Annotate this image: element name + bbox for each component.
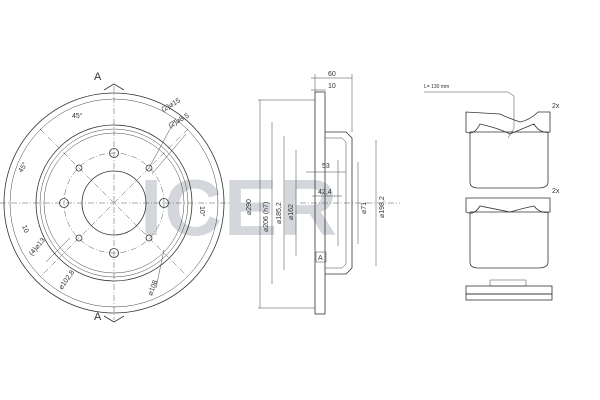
leader-line (155, 249, 165, 289)
section-label-top: A (94, 71, 102, 83)
dim-185: ⌀185,2 (276, 202, 283, 224)
dim-60: 60 (328, 71, 336, 78)
locating-hole (145, 164, 153, 172)
wear-wire (507, 91, 515, 139)
dim-hole-large: (2)⌀15 (161, 97, 182, 113)
pad-side-friction (465, 285, 553, 295)
dim-angle-right: 10° (198, 206, 206, 217)
qty-top: 2x (552, 103, 560, 110)
dim-holes: (4)⌀13 (28, 237, 47, 257)
locating-hole (75, 234, 83, 242)
locating-hole (145, 234, 153, 242)
locating-hole (75, 164, 83, 172)
leader-line (45, 237, 71, 263)
brand-watermark: ICER (140, 163, 339, 252)
qty-bottom: 2x (552, 188, 560, 195)
pad-top-friction (469, 131, 549, 189)
section-label-bottom: A (94, 311, 102, 323)
dim-angle-left: 45° (17, 161, 29, 174)
dim-162: ⌀162 (288, 204, 295, 220)
brake-pads: L= 130 mm 2x 2x (424, 84, 560, 301)
dim-10: 10 (20, 224, 29, 234)
dim-bolt-circle: ⌀102,8 (58, 269, 76, 291)
dim-42: 42,4 (318, 189, 332, 196)
dim-290: ⌀290 (246, 199, 253, 215)
centre-line-diagonal (39, 128, 189, 278)
section-mark: A (318, 255, 323, 262)
section-arrow-top (103, 83, 125, 91)
dim-71: ⌀71 (361, 202, 368, 214)
pad-top-backing (465, 111, 551, 135)
dim-53: 53 (322, 163, 330, 170)
disc-section-view: 60 10 53 42,4 ⌀290 ⌀206 (h7) ⌀185,2 ⌀162… (246, 71, 400, 315)
pad-bottom-friction (469, 211, 549, 269)
dim-206: ⌀206 (h7) (263, 202, 270, 232)
pad-side-tab (489, 279, 527, 287)
dim-angle-top: 45° (72, 112, 83, 120)
pad-side-backing (465, 293, 553, 301)
wire-length: L= 130 mm (424, 84, 449, 90)
dim-10: 10 (328, 83, 336, 90)
leader-line (148, 117, 177, 169)
pad-bottom-backing (465, 197, 551, 214)
dim-108: ⌀108 (147, 279, 159, 296)
section-arrow-bottom (103, 315, 125, 323)
section-mark-box (315, 251, 327, 263)
leader-line (151, 133, 187, 175)
dim-1982: ⌀198,2 (379, 196, 386, 218)
